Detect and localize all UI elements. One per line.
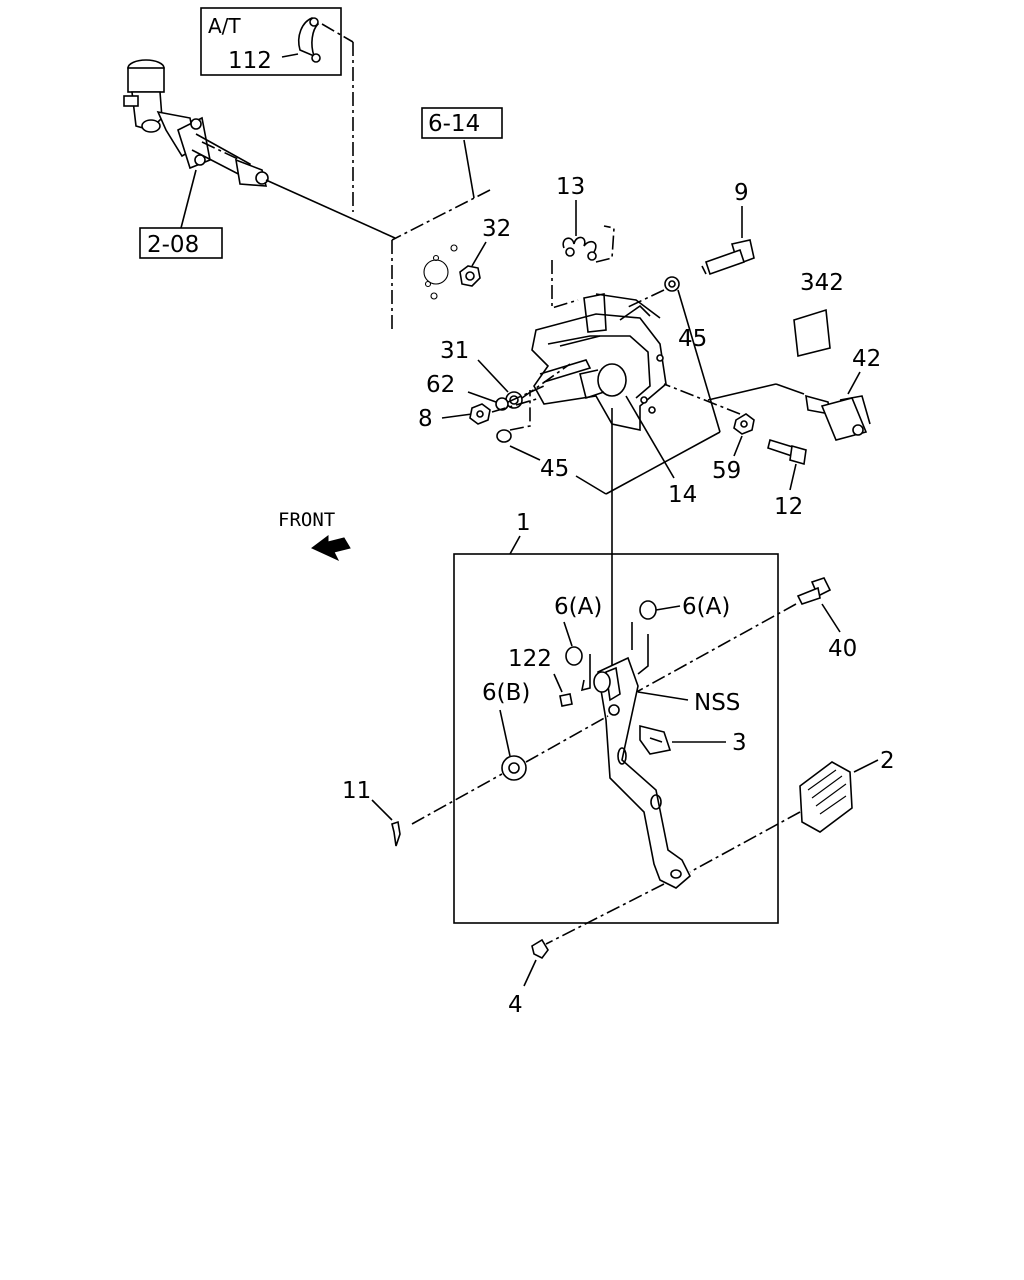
part-8-nut: 8 (418, 397, 541, 432)
label-122: 122 (508, 646, 552, 672)
part-4-nut: 4 (508, 883, 665, 1018)
at-inset: A/T 112 (200, 7, 354, 212)
part-9-bolt: 9 (701, 180, 755, 276)
label-14: 14 (668, 482, 697, 508)
ref-2-08: 2-08 (139, 169, 223, 259)
part-14-bushing: 14 (625, 395, 697, 508)
label-12: 12 (774, 494, 803, 520)
label-31: 31 (440, 338, 469, 364)
part-13-spring: 13 (551, 174, 615, 310)
part-12-bolt: 12 (767, 438, 807, 520)
label-6-14: 6-14 (428, 111, 480, 137)
label-2: 2 (880, 748, 895, 774)
part-6a-bushing-right: 6(A) (631, 594, 730, 675)
label-at: A/T (208, 14, 241, 38)
label-front: FRONT (278, 509, 335, 531)
label-32: 32 (482, 216, 511, 242)
label-40: 40 (828, 636, 857, 662)
label-342: 342 (800, 270, 844, 296)
label-9: 9 (734, 180, 749, 206)
label-2-08: 2-08 (147, 232, 199, 258)
master-cylinder (123, 59, 396, 239)
label-11: 11 (342, 778, 371, 804)
label-6a-left: 6(A) (554, 594, 602, 620)
label-6b: 6(B) (482, 680, 530, 706)
part-342-pad: 342 (793, 270, 844, 357)
pedal-assembly-box: 1 (453, 510, 779, 924)
label-1: 1 (516, 510, 531, 536)
part-40-bolt: 40 (621, 577, 857, 701)
part-6b-bushing: 6(B) (482, 680, 530, 781)
label-3: 3 (732, 730, 747, 756)
label-59: 59 (712, 458, 741, 484)
label-112: 112 (228, 48, 272, 74)
label-13: 13 (556, 174, 585, 200)
label-45-upper: 45 (678, 326, 707, 352)
part-2-pedal-pad: 2 (689, 748, 895, 873)
part-6a-bushing-left: 6(A) (554, 594, 602, 666)
part-122-pin: 122 (508, 646, 591, 707)
pedal-bracket (531, 293, 667, 431)
label-8: 8 (418, 406, 433, 432)
part-42-switch: 42 (707, 346, 881, 441)
front-arrow-icon (311, 535, 351, 562)
label-4: 4 (508, 992, 523, 1018)
part-32-nut: 32 (459, 216, 511, 287)
part-45-washer-upper: 45 (625, 276, 721, 433)
part-59-nut: 59 (663, 383, 755, 484)
part-11-clip: 11 (342, 715, 609, 847)
ref-6-14: 6-14 (421, 107, 503, 199)
part-62-washer: 62 (426, 372, 545, 411)
label-42: 42 (852, 346, 881, 372)
label-nss: NSS (694, 690, 740, 716)
label-6a-right: 6(A) (682, 594, 730, 620)
front-indicator: FRONT (278, 509, 351, 562)
part-45-washer-lower: 45 (496, 390, 721, 680)
nss-label-group: NSS (694, 690, 740, 716)
clutch-pedal-arm (593, 656, 691, 889)
part-3-clip: 3 (639, 724, 747, 756)
label-62: 62 (426, 372, 455, 398)
label-45-lower: 45 (540, 456, 569, 482)
dash-panel (391, 189, 491, 332)
